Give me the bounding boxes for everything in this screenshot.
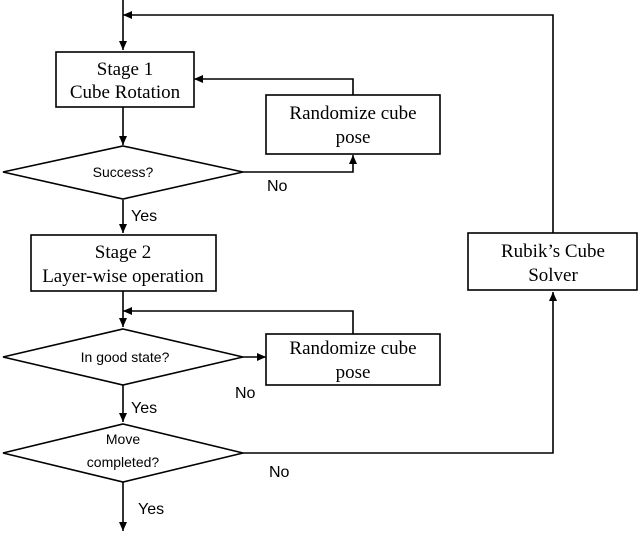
- randomize1-return-arrow: [194, 75, 354, 95]
- stage2-title: Stage 2: [95, 242, 151, 263]
- randomize2-line2: pose: [336, 362, 371, 383]
- move-completed-decision: Move completed?: [2, 423, 244, 483]
- randomize1-line1: Randomize cube: [289, 103, 416, 124]
- randomize1-line2: pose: [336, 127, 371, 148]
- good-state-decision: In good state?: [2, 328, 244, 386]
- success-no-label: No: [267, 178, 288, 195]
- solver-line1: Rubik’s Cube: [501, 241, 605, 262]
- solver-loop-arrow: [123, 11, 554, 233]
- stage1-title: Stage 1: [97, 59, 153, 80]
- move-no-label: No: [269, 464, 290, 481]
- randomize2-return-arrow: [123, 307, 354, 334]
- move-yes-label: Yes: [138, 501, 164, 518]
- move-label-line2: completed?: [87, 454, 160, 470]
- success-decision: Success?: [2, 145, 244, 200]
- move-label-line1: Move: [106, 431, 140, 447]
- success-yes-label: Yes: [131, 208, 157, 225]
- success-no-arrow: [243, 155, 357, 173]
- stage1-box: Stage 1 Cube Rotation: [55, 51, 195, 108]
- success-label: Success?: [93, 164, 154, 180]
- connectors: [119, 0, 557, 531]
- stage1-subtitle: Cube Rotation: [70, 82, 181, 103]
- good-state-yes-label: Yes: [131, 400, 157, 417]
- move-no-arrow: [243, 292, 557, 454]
- good-state-no-label: No: [235, 385, 256, 402]
- stage2-box: Stage 2 Layer-wise operation: [30, 234, 217, 292]
- randomize2-line1: Randomize cube: [289, 338, 416, 359]
- good-state-label: In good state?: [81, 349, 170, 365]
- randomize1-box: Randomize cube pose: [265, 94, 441, 155]
- randomize2-box: Randomize cube pose: [265, 333, 441, 386]
- stage2-subtitle: Layer-wise operation: [42, 266, 204, 287]
- solver-box: Rubik’s Cube Solver: [467, 232, 638, 291]
- solver-line2: Solver: [528, 265, 578, 286]
